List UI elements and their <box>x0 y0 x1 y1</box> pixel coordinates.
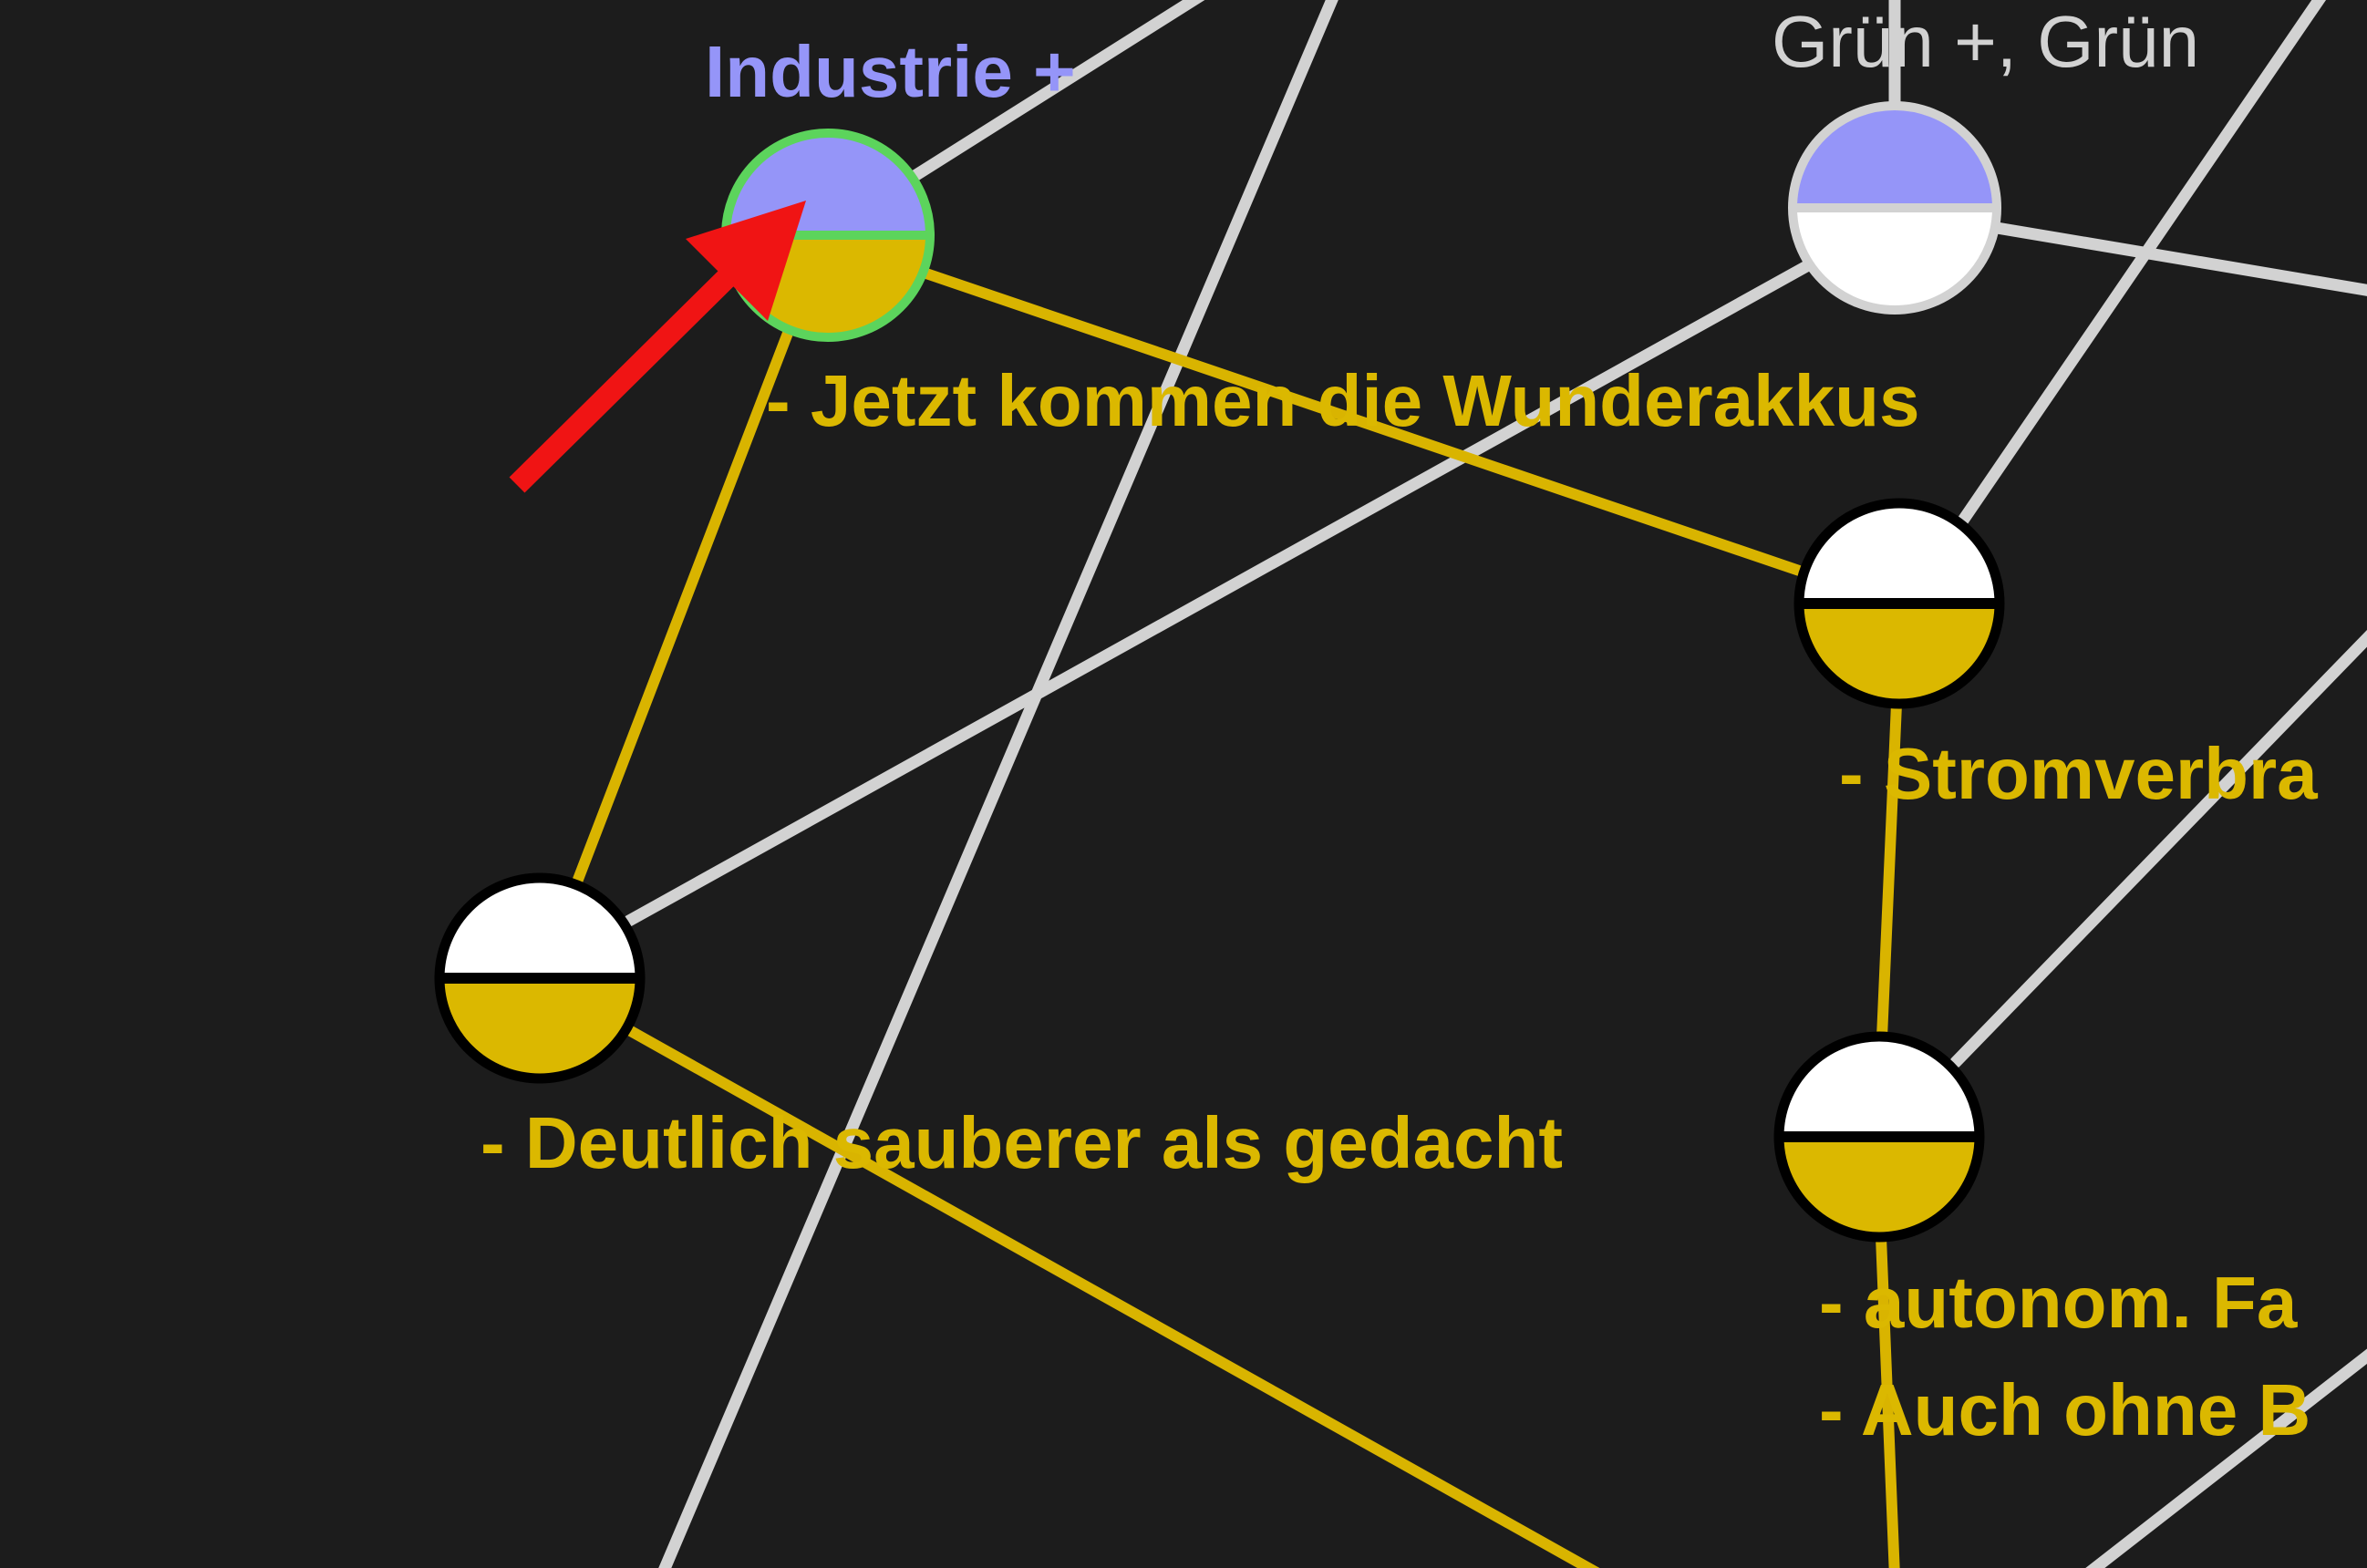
node-ring <box>1788 101 2001 315</box>
edge-gray <box>1949 629 2367 1068</box>
edge-gold <box>915 266 1815 580</box>
edge-gray <box>2085 1348 2367 1568</box>
annotation-autonom: - autonom. Fa <box>1819 1262 2298 1343</box>
edge-gold <box>569 318 797 894</box>
edge-gray <box>658 0 1339 1568</box>
node-label-industrie: Industrie + <box>705 31 1076 112</box>
annotation-wunderakkus: - Jetzt kommen die Wunderakkus <box>766 360 1920 441</box>
annotation-sauberer: - Deutlich sauberer als gedacht <box>481 1102 1563 1183</box>
edge-gray <box>905 0 1205 184</box>
node-label-gruen: Grün +, Grün <box>1772 1 2199 82</box>
edge-gray <box>1990 222 2367 296</box>
edge-gold <box>1876 698 1902 1043</box>
edge-gray <box>623 258 1816 927</box>
node-ring <box>1793 498 2005 709</box>
edge-gray <box>1954 0 2327 531</box>
annotation-auch-ohne: - Auch ohne B <box>1819 1369 2310 1450</box>
red-arrow-icon <box>509 201 806 493</box>
node-ring <box>1773 1031 1985 1243</box>
edge-gold <box>1876 1232 1900 1568</box>
annotation-stromverbrauch: - Stromverbra <box>1839 733 2318 814</box>
edge-gold <box>624 1025 1600 1568</box>
node-ring <box>434 872 646 1084</box>
